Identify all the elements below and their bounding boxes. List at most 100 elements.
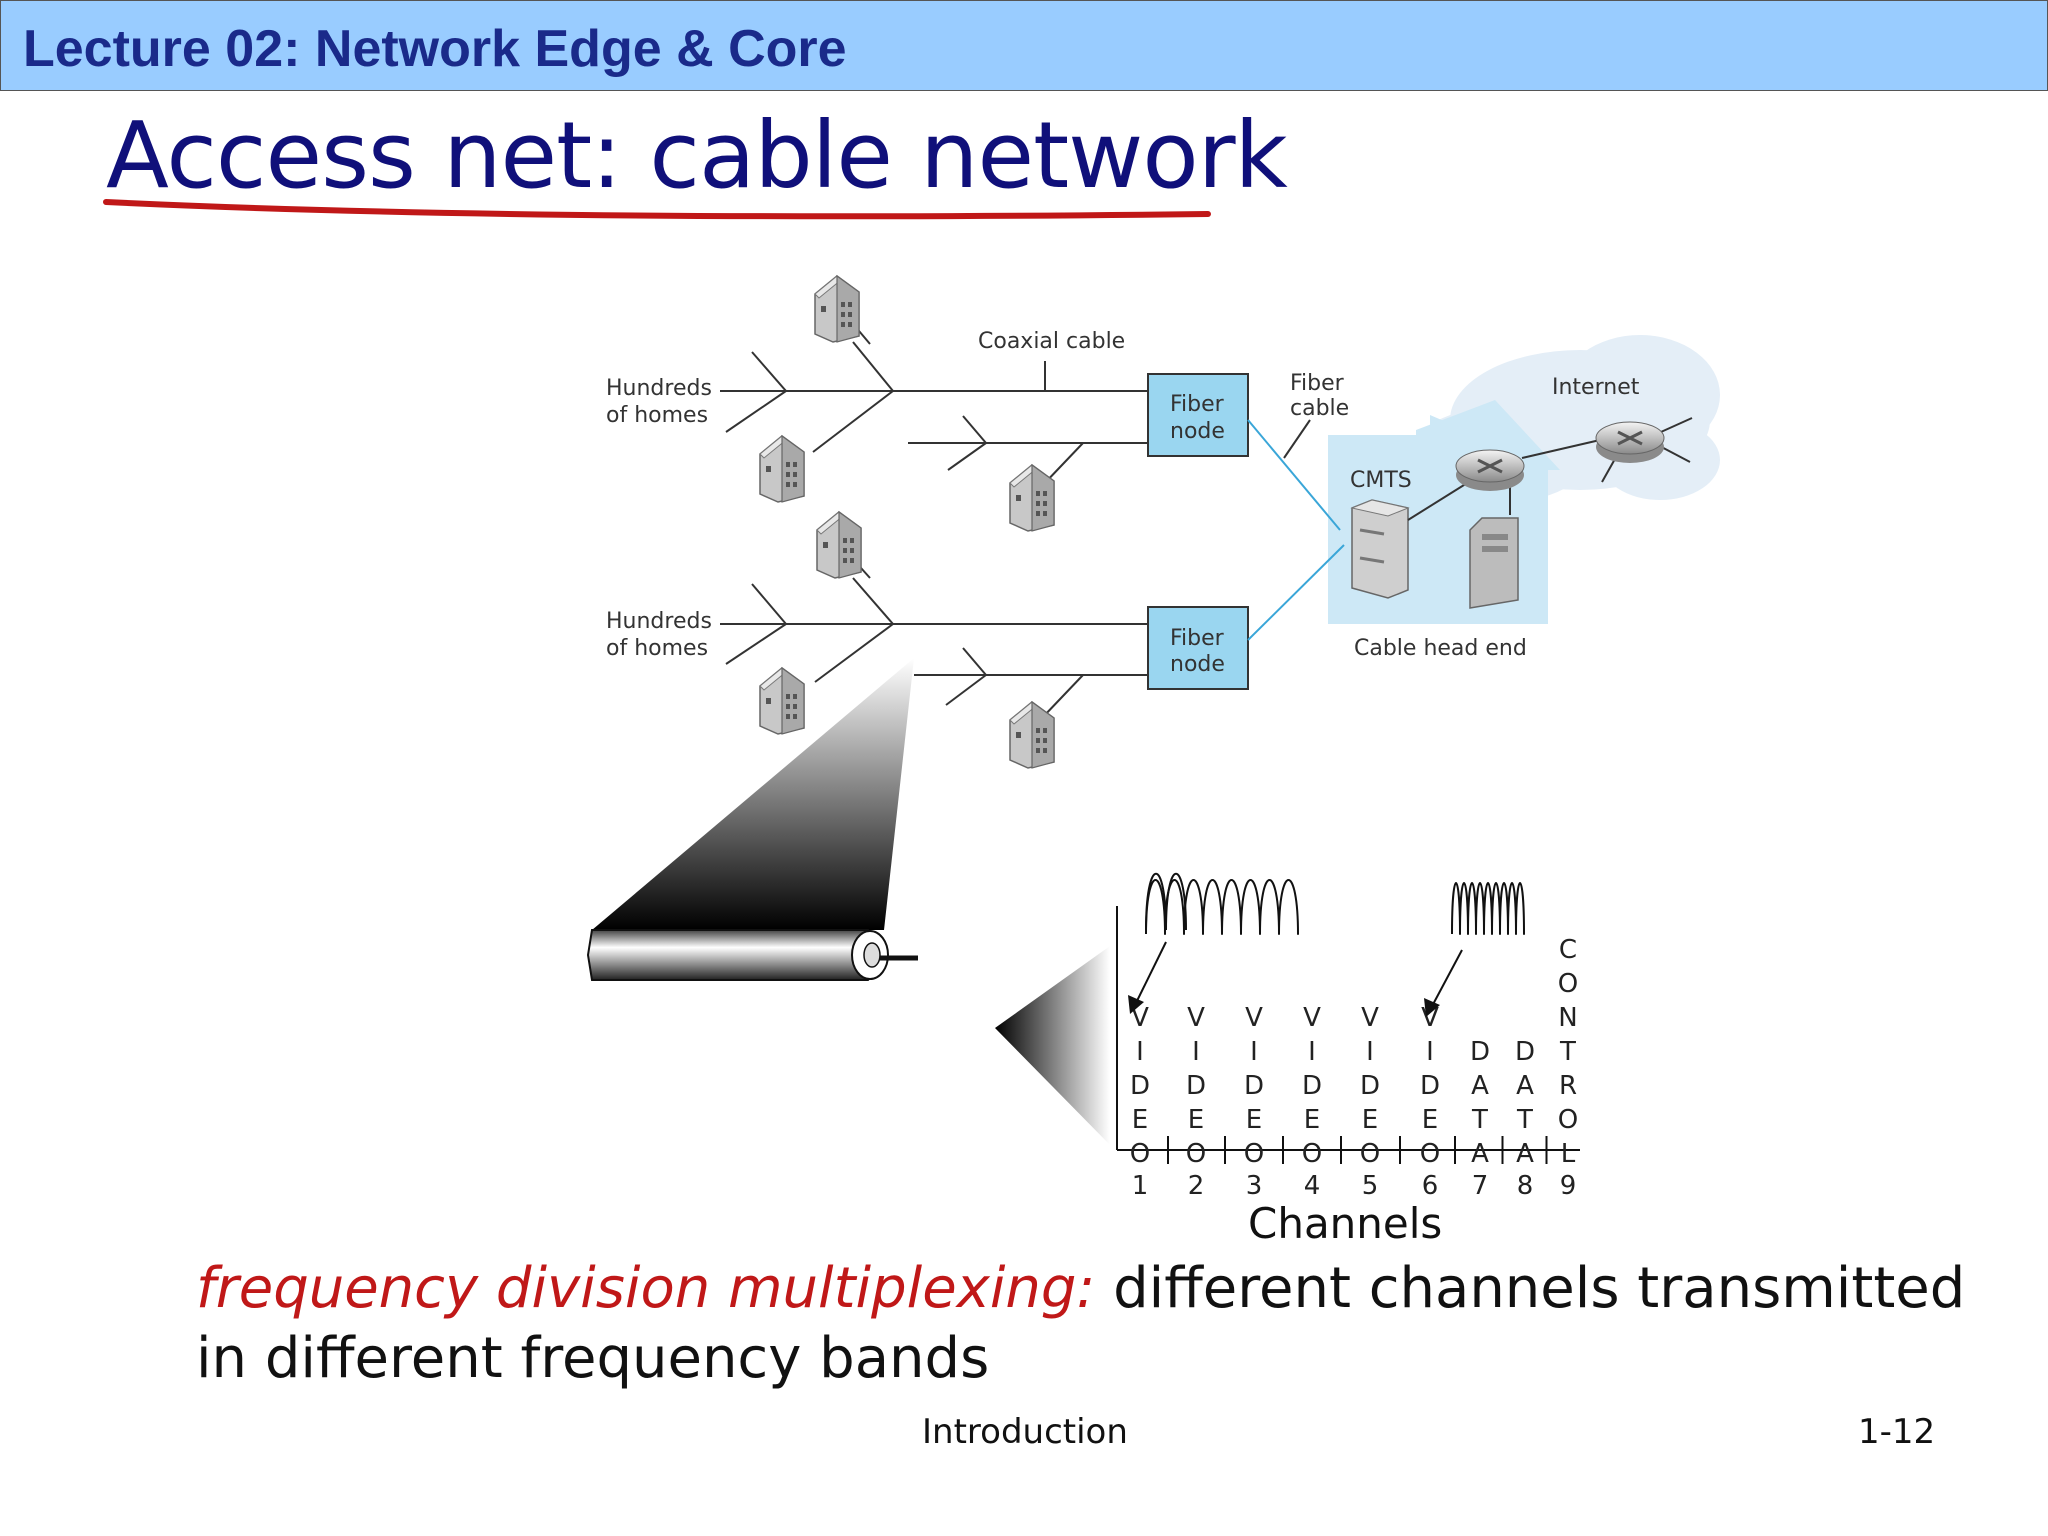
channel-chart: VIDEO1VIDEO2VIDEO3VIDEO4VIDEO5VIDEO6DATA… (1116, 906, 1580, 1248)
arrow-to-data (1429, 949, 1463, 1011)
lecture-header-bar: Lecture 02: Network Edge & Core (0, 0, 2048, 91)
channel-letter: I (1426, 1037, 1434, 1067)
channel-number: 2 (1188, 1171, 1205, 1201)
title-underline (103, 199, 1211, 220)
channel-letter: V (1303, 1003, 1321, 1033)
channel-letter: E (1132, 1105, 1148, 1135)
channel-letter: D (1360, 1071, 1380, 1101)
hundreds-of-homes-label: Hundreds (606, 376, 712, 401)
channel-letter: O (1302, 1139, 1322, 1169)
channel-letter: D (1515, 1037, 1535, 1067)
channel-letter: O (1420, 1139, 1440, 1169)
channel-letter: A (1471, 1139, 1489, 1169)
channel-letter: D (1130, 1071, 1150, 1101)
caption-rest: different channels transmitted (1095, 1256, 1966, 1321)
channel-letter: A (1516, 1139, 1534, 1169)
channel-letter: T (1516, 1105, 1533, 1135)
channel-letter: I (1136, 1037, 1144, 1067)
channel-number: 7 (1472, 1171, 1489, 1201)
channel-letter: O (1558, 969, 1578, 999)
channel-letter: A (1516, 1071, 1534, 1101)
channel-cone (995, 946, 1110, 1145)
channel-number: 9 (1560, 1171, 1577, 1201)
channel-letter: A (1471, 1071, 1489, 1101)
lower-coax-tree (720, 547, 1148, 719)
internet-router-icon (1595, 417, 1693, 483)
fiber-node-label: node (1170, 652, 1225, 677)
channel-letter: I (1250, 1037, 1258, 1067)
arrow-to-video (1133, 941, 1167, 1008)
channel-number: 1 (1132, 1171, 1149, 1201)
channel-number: 6 (1422, 1171, 1439, 1201)
channel-letter: I (1192, 1037, 1200, 1067)
fiber-node-box (1147, 606, 1249, 690)
server-icon (1469, 517, 1519, 609)
house-icon (814, 275, 860, 343)
channel-letter: D (1244, 1071, 1264, 1101)
channel-letter: E (1362, 1105, 1378, 1135)
channel-letter: I (1366, 1037, 1374, 1067)
footer-introduction: Introduction (922, 1412, 1128, 1452)
head-end-router-icon (1455, 449, 1525, 491)
channel-letter: I (1308, 1037, 1316, 1067)
channel-letter: D (1186, 1071, 1206, 1101)
channel-letter: E (1422, 1105, 1438, 1135)
router-internet-link (1521, 439, 1601, 459)
channel-number: 8 (1517, 1171, 1534, 1201)
channel-number: 5 (1362, 1171, 1379, 1201)
page-number: 1-12 (1858, 1412, 1936, 1452)
channel-letter: R (1559, 1071, 1577, 1101)
channel-letter: E (1246, 1105, 1262, 1135)
slide-title: Access net: cable network (106, 102, 1288, 209)
channel-letter: D (1302, 1071, 1322, 1101)
house-icon (759, 667, 805, 735)
video-waveform (1145, 879, 1299, 936)
fiber-node-label: Fiber (1170, 626, 1225, 651)
channel-letter: D (1470, 1037, 1490, 1067)
channel-letter: V (1187, 1003, 1205, 1033)
channel-letter: O (1360, 1139, 1380, 1169)
channel-letter: T (1559, 1037, 1576, 1067)
channel-letter: E (1304, 1105, 1320, 1135)
hundreds-of-homes-label: Hundreds (606, 609, 712, 634)
cable-head-end-label: Cable head end (1354, 636, 1527, 661)
caption-line2: in different frequency bands (196, 1326, 990, 1391)
channel-letter: N (1558, 1003, 1577, 1033)
fiber-node-box (1147, 373, 1249, 457)
coaxial-cable-label: Coaxial cable (978, 329, 1125, 354)
fiber-cable-label: cable (1290, 396, 1349, 421)
channel-letter: O (1558, 1105, 1578, 1135)
channel-letter: O (1130, 1139, 1150, 1169)
house-icon (816, 511, 862, 579)
caption-emphasis: frequency division multiplexing: (196, 1256, 1096, 1321)
upper-coax-tree (720, 311, 1148, 487)
channel-letter: E (1188, 1105, 1204, 1135)
channel-letter: C (1559, 935, 1577, 965)
caption: frequency division multiplexing: differe… (196, 1254, 1965, 1394)
channel-number: 3 (1246, 1171, 1263, 1201)
channel-letter: V (1361, 1003, 1379, 1033)
fiber-cables (1247, 419, 1345, 641)
lecture-title: Lecture 02: Network Edge & Core (23, 20, 847, 78)
zoom-beam (592, 658, 914, 930)
fiber-cable-label: Fiber (1290, 371, 1345, 396)
channel-number: 4 (1304, 1171, 1321, 1201)
channels-axis-label: Channels (1248, 1199, 1442, 1248)
data-waveform (1451, 882, 1525, 936)
cmts-label: CMTS (1350, 468, 1412, 493)
coax-cable-icon (586, 929, 918, 981)
channel-letter: V (1245, 1003, 1263, 1033)
channel-letter: L (1561, 1139, 1576, 1169)
fiber-node-label: node (1170, 419, 1225, 444)
house-icon (1009, 464, 1055, 532)
house-icon (759, 435, 805, 503)
hundreds-of-homes-label: of homes (606, 403, 708, 428)
hundreds-of-homes-label: of homes (606, 636, 708, 661)
channel-letter: O (1244, 1139, 1264, 1169)
fiber-node-label: Fiber (1170, 392, 1225, 417)
channel-letter: T (1471, 1105, 1488, 1135)
channel-letter: D (1420, 1071, 1440, 1101)
channel-letter: O (1186, 1139, 1206, 1169)
cmts-rack-icon (1350, 499, 1410, 599)
